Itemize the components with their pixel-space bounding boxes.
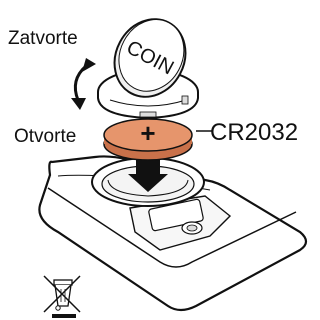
crossed-out-wheelie-bin-icon <box>44 276 80 318</box>
close-label: Zatvorte <box>8 28 78 49</box>
curved-double-arrow-icon <box>71 58 96 110</box>
device-body <box>39 156 306 310</box>
battery-plus-sign: + <box>140 118 155 148</box>
battery-type-label: CR2032 <box>210 119 298 146</box>
battery-cover: COIN <box>98 7 199 118</box>
open-label: Otvorte <box>14 126 76 147</box>
coin-battery: + <box>104 118 192 160</box>
